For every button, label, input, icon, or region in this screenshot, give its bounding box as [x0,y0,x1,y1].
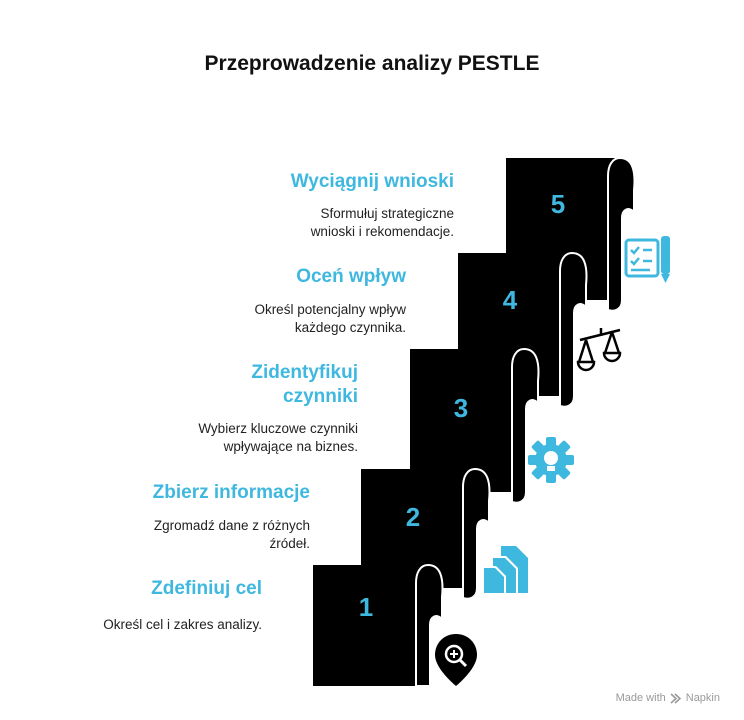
step-5-title: Wyciągnij wnioski [290,171,454,192]
step-2-description: Zgromadź dane z różnych źródeł. [153,518,310,551]
step-4-number: 4 [503,285,518,315]
step-4-title: Oceń wpływ [296,266,406,287]
step-5-number: 5 [551,189,565,219]
footer-brand: Napkin [685,692,720,704]
documents-icon [482,546,528,593]
step-3-title: Zidentyfikuj czynniki [251,362,358,407]
step-1-block: 1 [313,563,444,687]
page-title: Przeprowadzenie analizy PESTLE [204,52,540,75]
gear-icon [528,437,574,483]
step-3-block: 3 [410,347,540,504]
step-1-title: Zdefiniuj cel [151,578,262,599]
step-3-description: Wybierz kluczowe czynniki wpływające na … [198,421,358,454]
step-2-block: 2 [361,467,491,600]
checklist-pen-icon [624,236,670,283]
step-2-number: 2 [406,502,420,532]
step-1-number: 1 [359,592,373,622]
footer-credit: Made with Napkin [616,692,720,704]
step-2-title: Zbierz informacje [152,482,310,503]
magnifier-plus-pin-icon [435,634,477,686]
step-1-description: Określ cel i zakres analizy. [103,617,262,632]
step-5-block: 5 [506,156,636,312]
step-5-description: Sformułuj strategiczne wnioski i rekomen… [310,206,454,239]
step-3-number: 3 [454,393,468,423]
step-4-description: Określ potencjalny wpływ każdego czynnik… [254,302,406,335]
napkin-logo-icon [670,692,681,704]
footer-prefix: Made with [615,692,666,704]
scales-icon [576,328,622,372]
